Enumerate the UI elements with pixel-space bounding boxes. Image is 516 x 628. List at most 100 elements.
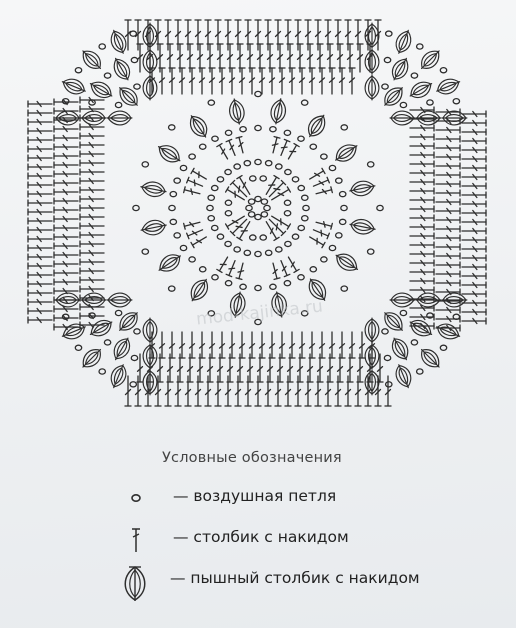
- legend-text-puff-stitch: — пышный столбик с накидом: [170, 569, 420, 587]
- double-crochet-symbol: [344, 19, 352, 51]
- double-crochet-symbol: [256, 43, 264, 73]
- chain-loop-symbol: [188, 256, 196, 263]
- double-crochet-symbol: [461, 254, 487, 262]
- stitch-stroke: [196, 365, 204, 373]
- puff-stitch-symbol: [106, 292, 133, 308]
- puff-stitch-symbol: [142, 343, 158, 370]
- stitch-stroke: [236, 53, 244, 61]
- double-crochet-symbol: [216, 256, 229, 274]
- stitch-stroke: [228, 343, 236, 349]
- puff-stitch-symbol: [409, 319, 433, 337]
- stitch-stroke: [280, 179, 287, 186]
- double-crochet-symbol: [246, 353, 254, 383]
- puff-stitch-symbol: [420, 50, 440, 70]
- chain-loop-symbol: [167, 285, 176, 292]
- double-crochet-symbol: [266, 43, 274, 73]
- double-crochet-symbol: [214, 19, 222, 51]
- double-crochet-symbol: [206, 353, 214, 383]
- double-crochet-symbol: [254, 375, 262, 407]
- double-crochet-symbol: [435, 153, 461, 161]
- double-crochet-symbol: [309, 236, 326, 249]
- stitch-stroke: [336, 365, 344, 373]
- double-crochet-symbol: [409, 313, 435, 321]
- double-crochet-symbol: [461, 245, 487, 253]
- stitch-stroke: [235, 225, 243, 229]
- stitch-stroke: [62, 242, 68, 250]
- puff-stitch-symbol: [436, 78, 461, 95]
- double-crochet-symbol: [409, 259, 435, 267]
- stitch-stroke: [296, 365, 304, 373]
- double-crochet-symbol: [461, 227, 487, 235]
- double-crochet-symbol: [409, 142, 435, 150]
- stitch-stroke: [248, 77, 256, 83]
- double-crochet-symbol: [79, 132, 105, 140]
- stitch-stroke: [183, 222, 186, 230]
- double-crochet-symbol: [53, 215, 79, 223]
- stitch-stroke: [436, 326, 461, 337]
- stitch-stroke: [286, 186, 292, 193]
- stitch-stroke: [420, 178, 426, 186]
- puff-stitch-symbol: [436, 323, 461, 340]
- puff-stitch-symbol: [89, 81, 113, 99]
- stitch-stroke: [88, 213, 94, 221]
- stitch-stroke: [420, 214, 426, 222]
- stitch-stroke: [420, 259, 426, 267]
- stitch-stroke: [36, 181, 42, 189]
- chain-loop-symbol: [133, 328, 141, 335]
- chain-loop-symbol: [340, 285, 349, 292]
- chain-loop-symbol: [207, 99, 216, 106]
- double-crochet-symbol: [348, 331, 356, 359]
- double-crochet-symbol: [224, 19, 232, 51]
- stitch-stroke: [82, 50, 102, 70]
- stitch-stroke: [393, 57, 408, 81]
- stitch-stroke: [286, 53, 294, 61]
- puff-stitch-symbol: [391, 337, 409, 361]
- stitch-stroke: [376, 365, 384, 373]
- double-crochet-symbol: [435, 180, 461, 188]
- double-crochet-symbol: [185, 176, 204, 187]
- chain-loop-symbol: [211, 274, 219, 281]
- double-crochet-symbol: [316, 43, 324, 73]
- double-crochet-symbol: [79, 150, 105, 158]
- stitch-stroke: [88, 231, 94, 239]
- stitch-stroke: [272, 268, 278, 275]
- double-crochet-symbol: [229, 218, 248, 237]
- double-crochet-symbol: [284, 19, 292, 51]
- stitch-stroke: [374, 388, 382, 396]
- chain-loop-symbol: [103, 72, 112, 79]
- stitch-stroke: [88, 222, 94, 230]
- stitch-stroke: [246, 365, 254, 373]
- stitch-stroke: [286, 223, 292, 230]
- chain-loop-symbol: [300, 310, 309, 317]
- chain-loop-symbol: [210, 224, 219, 232]
- chain-loop-symbol: [211, 135, 219, 142]
- chain-loop-symbol: [334, 232, 343, 239]
- double-crochet-symbol: [435, 207, 461, 215]
- puff-stitch-symbol: [391, 57, 409, 81]
- stitch-stroke: [420, 196, 426, 204]
- chain-loop-symbol: [233, 163, 242, 170]
- double-crochet-symbol: [53, 161, 79, 169]
- double-crochet-symbol: [53, 170, 79, 178]
- chain-loop-symbol: [98, 43, 107, 50]
- stitch-stroke: [218, 343, 226, 349]
- stitch-stroke: [62, 260, 68, 268]
- stitch-stroke: [198, 171, 200, 179]
- stitch-stroke: [216, 53, 224, 61]
- stitch-stroke: [472, 227, 478, 235]
- legend-text-chain: — воздушная петля: [173, 487, 337, 505]
- stitch-stroke: [294, 388, 302, 396]
- puff-stitch-symbol: [395, 364, 412, 389]
- chain-loop-symbol: [247, 211, 256, 218]
- chain-loop-symbol: [247, 198, 256, 205]
- double-crochet-symbol: [236, 353, 244, 383]
- double-crochet-symbol: [461, 155, 487, 163]
- stitch-stroke: [328, 343, 336, 349]
- double-crochet-symbol: [168, 331, 176, 359]
- double-crochet-symbol: [435, 243, 461, 251]
- chain-loop-symbol: [141, 161, 150, 168]
- stitch-stroke: [235, 277, 243, 281]
- puff-stitch-symbol: [420, 348, 440, 368]
- double-crochet-symbol: [435, 162, 461, 170]
- stitch-stroke: [189, 221, 195, 228]
